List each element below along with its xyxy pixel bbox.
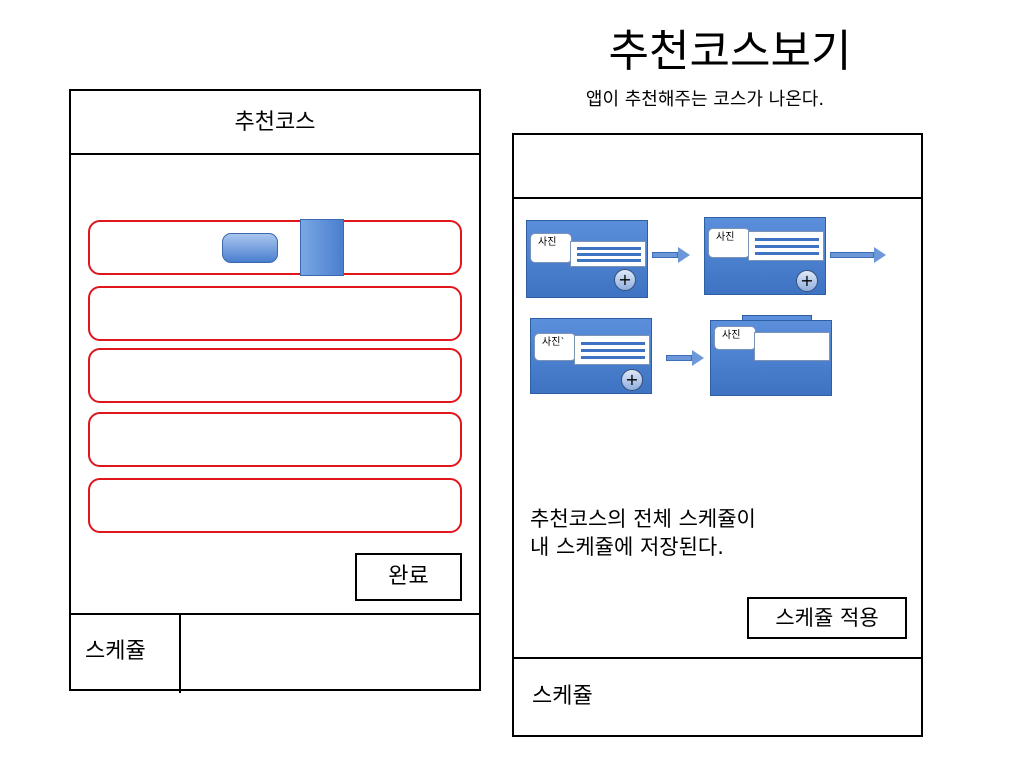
arrow-right-icon xyxy=(830,252,874,258)
course-detail-screen: 사진 + 사진 + 사진` + 사진 xyxy=(512,133,923,737)
add-icon[interactable]: + xyxy=(796,270,818,292)
course-info-box xyxy=(754,332,830,361)
arrow-head-icon xyxy=(692,350,704,366)
course-row[interactable] xyxy=(88,478,462,533)
course-info-box xyxy=(574,335,650,365)
bottom-tab-bar: 스케쥴 xyxy=(514,657,921,737)
course-row[interactable] xyxy=(88,348,462,403)
description-line: 추천코스의 전체 스케쥴이 xyxy=(530,507,756,531)
photo-placeholder: 사진` xyxy=(534,333,576,361)
slide-title: 추천코스보기 xyxy=(608,26,852,77)
tab-schedule[interactable]: 스케쥴 xyxy=(532,684,593,709)
drag-handle[interactable] xyxy=(300,219,344,276)
description-line: 내 스케쥴에 저장된다. xyxy=(530,535,724,559)
info-line xyxy=(577,259,641,262)
info-line xyxy=(755,238,819,241)
slide-subtitle: 앱이 추천해주는 코스가 나온다. xyxy=(585,89,825,110)
add-icon[interactable]: + xyxy=(621,369,643,391)
tab-divider xyxy=(179,615,181,693)
info-line xyxy=(581,349,645,352)
done-button[interactable]: 완료 xyxy=(355,553,462,601)
arrow-head-icon xyxy=(874,247,886,263)
apply-schedule-button[interactable]: 스케쥴 적용 xyxy=(747,597,907,639)
info-line xyxy=(577,253,641,256)
photo-placeholder: 사진 xyxy=(530,233,572,263)
photo-placeholder: 사진 xyxy=(714,326,756,350)
course-info-box xyxy=(570,241,646,267)
arrow-right-icon xyxy=(652,252,678,258)
course-row[interactable] xyxy=(88,412,462,467)
arrow-head-icon xyxy=(678,247,690,263)
add-icon[interactable]: + xyxy=(614,269,636,291)
info-line xyxy=(577,247,641,250)
header-bar: 추천코스 xyxy=(71,91,479,155)
info-line xyxy=(581,356,645,359)
header-title: 추천코스 xyxy=(234,110,316,135)
course-row[interactable] xyxy=(88,219,462,276)
schedule-description: 추천코스의 전체 스케쥴이 내 스케쥴에 저장된다. xyxy=(530,505,890,561)
arrow-right-icon xyxy=(666,355,692,361)
course-card[interactable]: 사진 + xyxy=(704,217,826,295)
info-line xyxy=(755,252,819,255)
photo-placeholder: 사진 xyxy=(708,228,750,258)
info-line xyxy=(755,245,819,248)
course-info-box xyxy=(748,231,824,261)
header-bar xyxy=(514,135,921,199)
course-card[interactable]: 사진 xyxy=(710,320,832,396)
course-card[interactable]: 사진` + xyxy=(530,318,652,394)
info-line xyxy=(581,342,645,345)
course-card[interactable]: 사진 + xyxy=(526,220,648,298)
recommended-course-screen: 추천코스 완료 스케쥴 xyxy=(69,89,481,693)
tab-schedule[interactable]: 스케쥴 xyxy=(85,639,146,664)
course-chip[interactable] xyxy=(222,233,278,263)
course-row[interactable] xyxy=(88,286,462,341)
bottom-tab-bar: 스케쥴 xyxy=(71,613,479,693)
